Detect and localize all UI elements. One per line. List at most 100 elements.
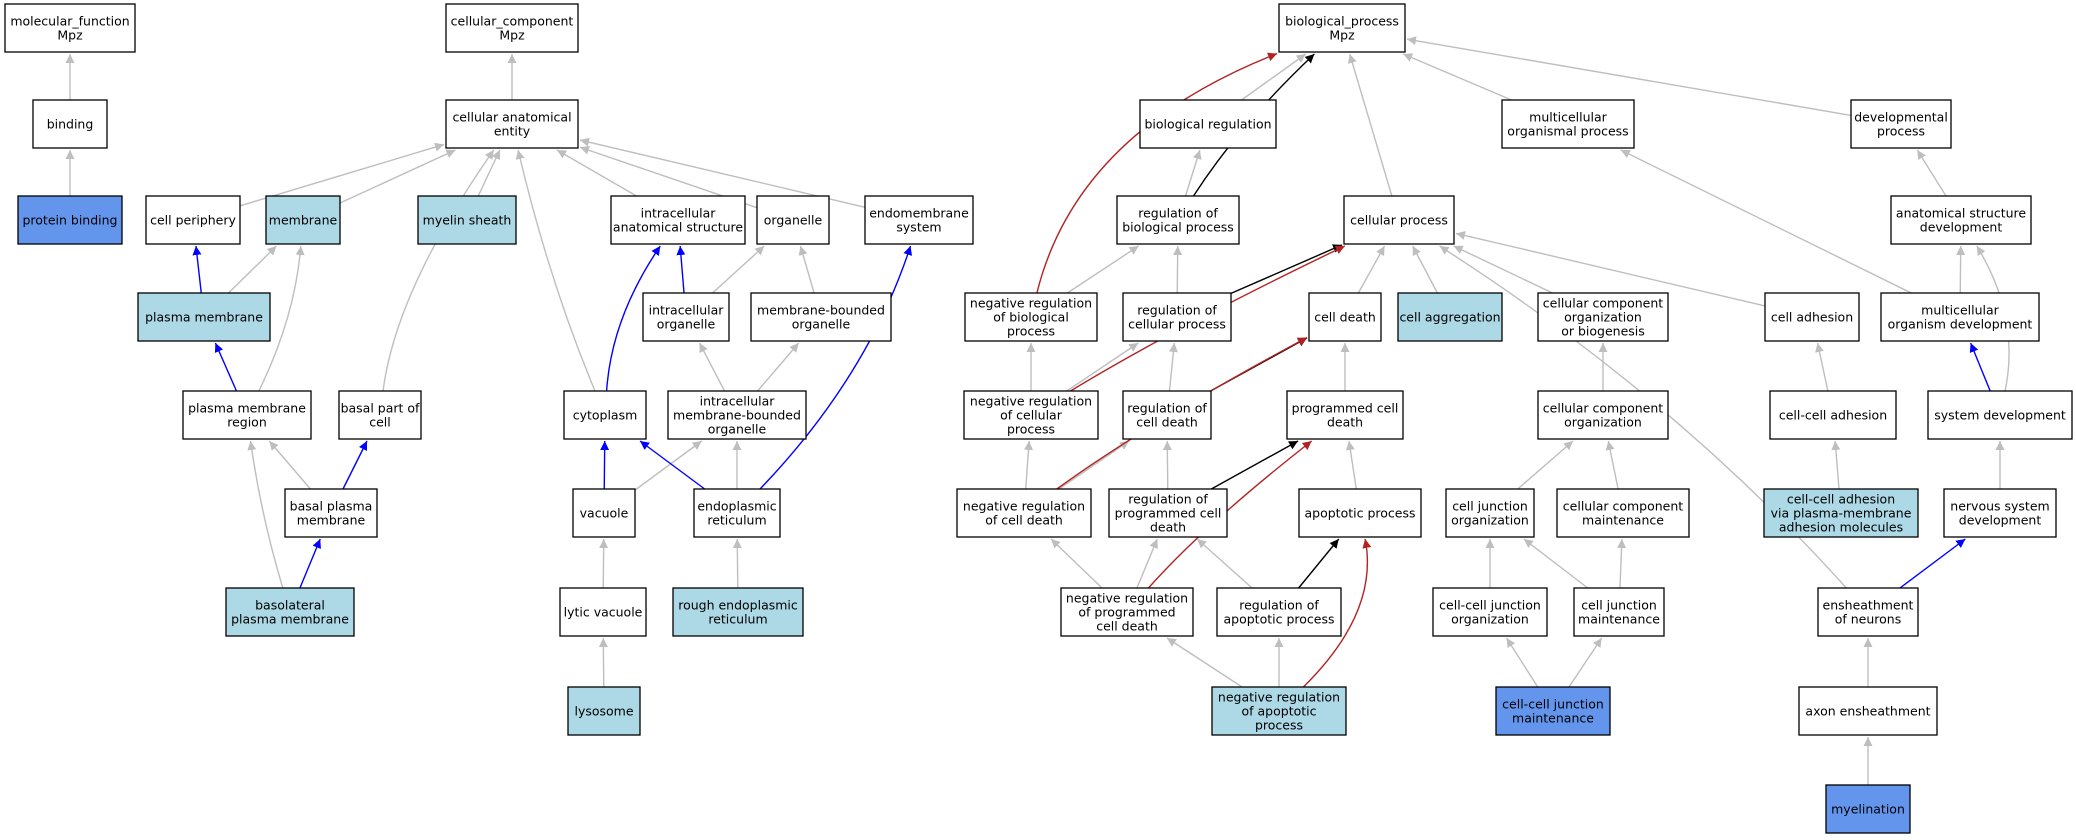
node-label-line: vacuole [580,506,629,521]
edge-ic_organelle-is_a-organelle [712,245,765,294]
go-term-node-cellular-process[interactable]: cellular process [1343,195,1455,245]
node-label-line: cellular process [1350,213,1448,228]
go-term-node-myelin-sheath[interactable]: myelin sheath [417,195,517,245]
go-term-node-sys-dev[interactable]: system development [1927,390,2073,440]
node-label-line: regulation of [1128,492,1208,507]
edge-pm_region-part_of-plasma_membrane [214,342,238,392]
go-term-node-cytoplasm[interactable]: cytoplasm [563,390,647,440]
node-label-line: cell death [1096,619,1158,634]
node-label-line: Mpz [1329,28,1355,43]
node-label-line: organization [1564,415,1642,430]
node-label-line: intracellular [641,206,717,221]
edge-path [1136,538,1158,589]
node-box [1397,292,1503,342]
node-label-line: system [896,220,941,235]
node-label-line: cell junction [1581,598,1657,613]
node-label-line: membrane [269,213,338,228]
go-term-node-plasma-membrane[interactable]: plasma membrane [137,292,271,342]
edge-bio_reg-is_a-bp [1241,53,1307,101]
go-term-node-bio-reg[interactable]: biological regulation [1139,99,1277,149]
edge-cell_death-is_a-cellular_process [1357,245,1386,294]
node-label-line: negative regulation [1218,690,1340,705]
go-term-node-myelination[interactable]: myelination [1825,784,1911,834]
node-label-line: via plasma-membrane [1771,506,1912,521]
node-label-line: organelle [708,422,767,437]
edge-path [1166,637,1243,688]
go-term-node-cell-adhesion[interactable]: cell adhesion [1764,292,1860,342]
node-box [672,587,804,637]
go-term-node-cca[interactable]: cell-cell adhesion [1769,390,1897,440]
go-term-node-cell-aggregation[interactable]: cell aggregation [1397,292,1503,342]
go-term-node-membrane[interactable]: membrane [265,195,341,245]
node-label-line: lysosome [574,704,633,719]
node-box [1850,99,1952,149]
edge-path [605,245,661,392]
go-term-node-vacuole[interactable]: vacuole [572,488,636,538]
node-label-line: of apoptotic [1242,704,1317,719]
node-box [567,686,641,736]
node-label-line: biological regulation [1144,117,1271,132]
edge-basal_pm-part_of-basal_part [342,440,368,490]
edge-path [1230,244,1343,295]
node-label-line: cellular component [1543,401,1663,416]
go-term-node-apoptotic[interactable]: apoptotic process [1298,488,1422,538]
go-term-node-lytic-vacuole[interactable]: lytic vacuole [559,587,647,637]
edge-path [247,440,284,589]
go-term-node-axon-ens[interactable]: axon ensheathment [1798,686,1938,736]
go-term-node-cell-periphery[interactable]: cell periphery [145,195,241,245]
edge-path [1168,342,1178,392]
go-term-node-cell-death[interactable]: cell death [1308,292,1382,342]
edge-path [698,342,726,392]
go-term-node-protein-binding[interactable]: protein binding [17,195,123,245]
go-term-node-organelle[interactable]: organelle [756,195,830,245]
go-term-node-lysosome[interactable]: lysosome [567,686,641,736]
go-term-node-binding[interactable]: binding [32,99,108,149]
edge-path [228,245,277,294]
node-box [1298,488,1422,538]
node-box [864,195,974,245]
edge-neg_reg_cd-is_a-reg_cd [1058,440,1130,490]
node-label-line: region [227,415,267,430]
